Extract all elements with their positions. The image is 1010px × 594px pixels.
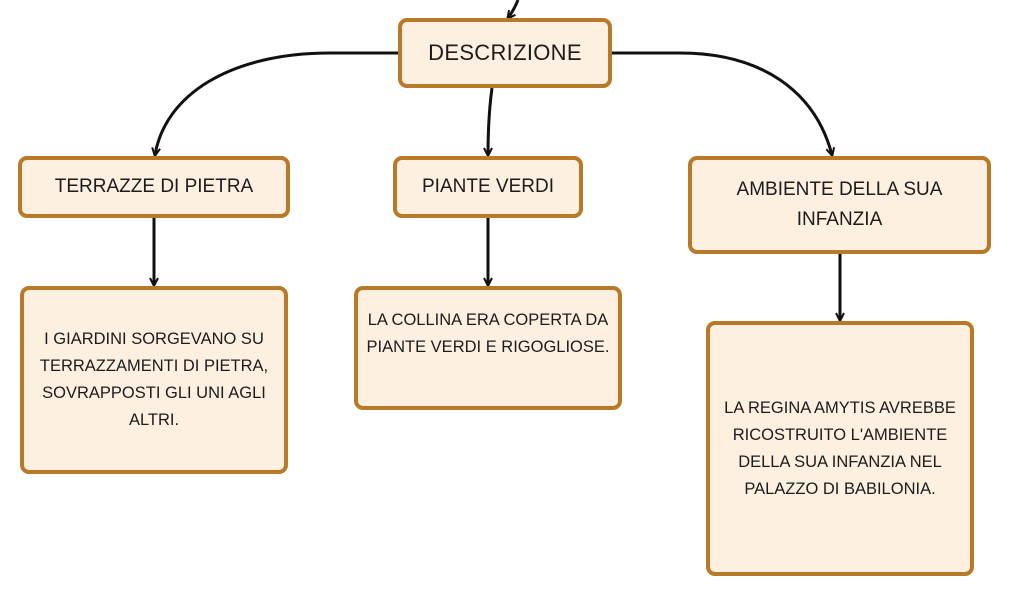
branch-node-ambiente[interactable]: AMBIENTE DELLA SUA INFANZIA (688, 156, 991, 254)
branch-node-terrazze[interactable]: TERRAZZE DI PIETRA (18, 156, 290, 218)
detail-node-piante[interactable]: LA COLLINA ERA COPERTA DA PIANTE VERDI E… (354, 286, 622, 410)
branch-label: TERRAZZE DI PIETRA (54, 176, 254, 197)
detail-node-ambiente[interactable]: LA REGINA AMYTIS AVREBBE RICOSTRUITO L'A… (706, 321, 974, 576)
detail-text: LA REGINA AMYTIS AVREBBE RICOSTRUITO L'A… (724, 398, 956, 498)
connector-root-ambiente (610, 51, 832, 155)
root-label: DESCRIZIONE (428, 40, 582, 65)
branch-label: PIANTE VERDI (422, 176, 554, 197)
connector-root-piante (488, 87, 494, 155)
detail-text: LA COLLINA ERA COPERTA DA PIANTE VERDI E… (366, 311, 610, 356)
connector-incoming (508, 0, 520, 18)
connector-root-terrazze (155, 51, 400, 155)
detail-text: I GIARDINI SORGEVANO SU TERRAZZAMENTI DI… (39, 330, 269, 429)
detail-node-terrazze[interactable]: I GIARDINI SORGEVANO SU TERRAZZAMENTI DI… (20, 286, 288, 474)
branch-node-piante[interactable]: PIANTE VERDI (393, 156, 583, 218)
root-node[interactable]: DESCRIZIONE (398, 18, 612, 88)
branch-label: AMBIENTE DELLA SUA INFANZIA (736, 179, 943, 230)
